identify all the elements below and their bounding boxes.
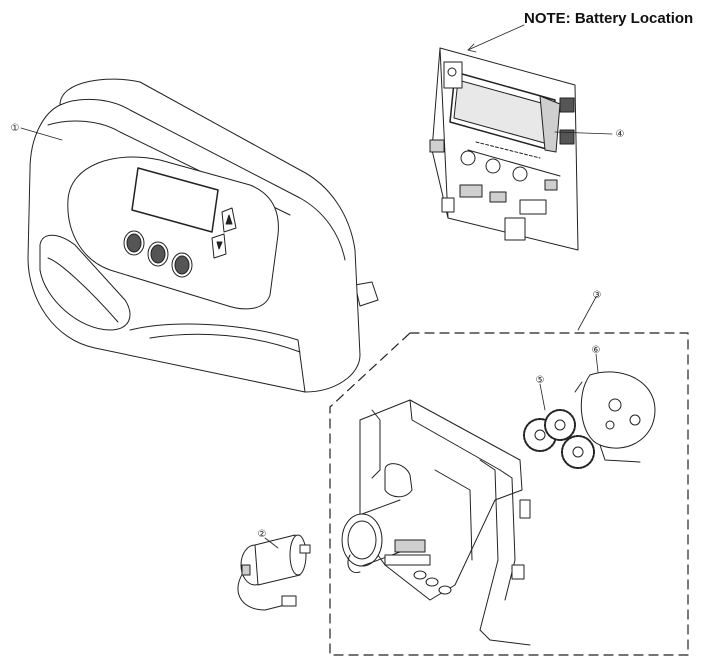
callout-4: ④ [616,129,625,140]
callout-2: ② [258,529,267,540]
reduction-gears [523,409,595,469]
front-cover [27,78,379,393]
callout-5: ⑤ [536,375,545,386]
drive-assembly-box [329,332,689,656]
callout-1: ① [11,123,20,134]
motor [237,534,311,611]
pc-board [429,47,579,251]
gear-cover [574,371,656,463]
battery-note: NOTE: Battery Location [524,10,694,27]
leader-lines [20,24,613,549]
drive-bracket [341,399,531,646]
callout-3: ③ [593,290,602,301]
callout-6: ⑥ [592,345,601,356]
